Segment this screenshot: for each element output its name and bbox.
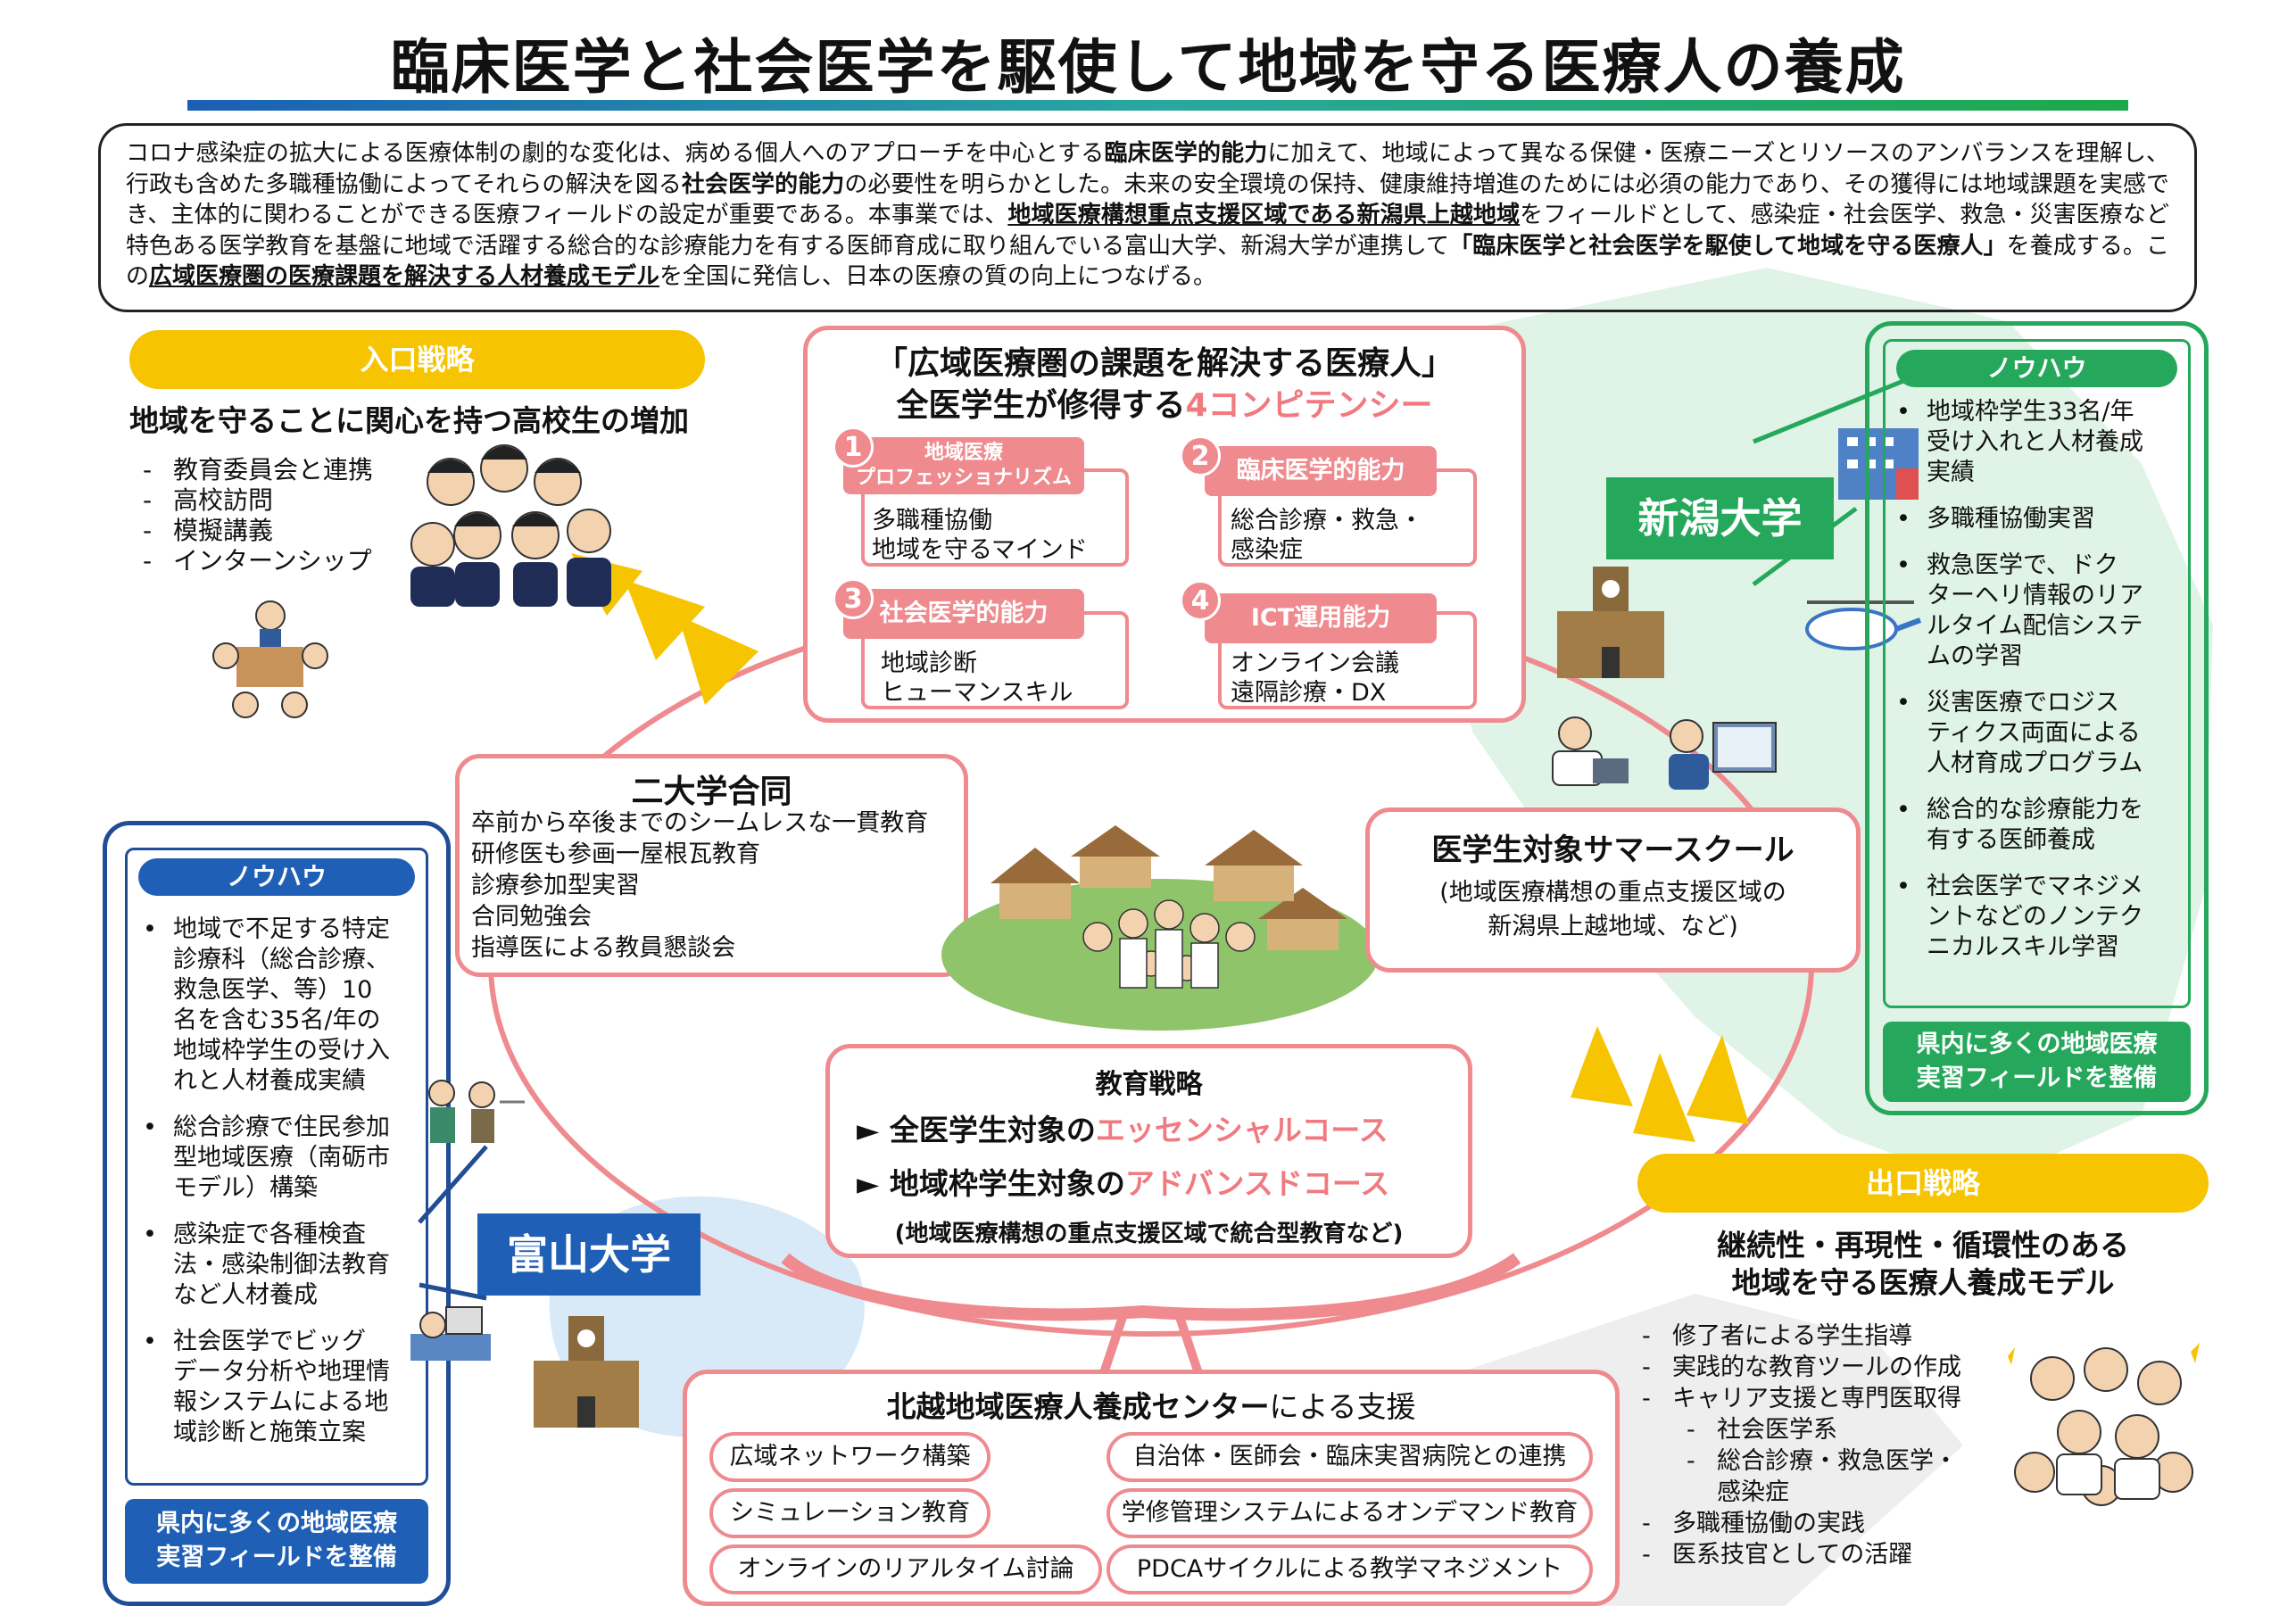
- niigata-knowhow-label: ノウハウ: [1896, 350, 2177, 387]
- summer-school-title: 医学生対象サマースクール: [1431, 832, 1795, 868]
- competency-title: 「広域医療圏の課題を解決する医療人」: [874, 345, 1454, 382]
- support-item: 広域ネットワーク構築: [709, 1432, 991, 1482]
- elderly-care-icon: [419, 1075, 526, 1155]
- list-item: -医系技官としての活躍: [1642, 1541, 1913, 1569]
- summer-school-box: [1365, 807, 1861, 973]
- students-illustration: [406, 437, 620, 611]
- page-title: 臨床医学と社会医学を駆使して地域を守る医療人の養成: [390, 33, 1906, 102]
- competency-1-number: 1: [833, 426, 874, 468]
- summer-school-note: (地域医療構想の重点支援区域の新潟県上越地域、など): [1439, 879, 1786, 940]
- entrance-list: 教育委員会と連携 高校訪問 模擬講義 インターンシップ: [143, 455, 410, 576]
- list-item: 教育委員会と連携: [143, 455, 410, 485]
- toyama-university-label: 富山大学: [477, 1213, 700, 1296]
- meeting-illustration: [210, 593, 330, 723]
- support-item: PDCAサイクルによる教学マネジメント: [1107, 1544, 1593, 1594]
- competency-subtitle: 全医学生が修得する4コンピテンシー: [896, 387, 1433, 424]
- support-item: 学修管理システムによるオンデマンド教育: [1107, 1488, 1593, 1538]
- list-item: 模擬講義: [143, 516, 410, 546]
- toyama-knowhow-list: 地域で不足する特定診療科（総合診療、救急医学、等）10名を含む35名/年の地域枠…: [134, 915, 433, 1464]
- niigata-university-label: 新潟大学: [1606, 477, 1834, 559]
- list-item: 診療参加型実習: [471, 872, 640, 899]
- competency-2-label: 臨床医学的能力: [1205, 446, 1437, 496]
- essential-course: ► 全医学生対象のエッセンシャルコース: [857, 1113, 1388, 1147]
- list-item: -総合診療・救急医学・: [1687, 1447, 1958, 1475]
- patient-bed-icon: [406, 1298, 495, 1370]
- competency-4-number: 4: [1180, 580, 1221, 621]
- doctor-laptop-icon: [1544, 714, 1629, 794]
- toyama-field-banner: 県内に多くの地域医療実習フィールドを整備: [125, 1499, 428, 1584]
- niigata-field-banner: 県内に多くの地域医療実習フィールドを整備: [1883, 1022, 2191, 1102]
- list-item: -実践的な教育ツールの作成: [1642, 1354, 1961, 1381]
- education-strategy-title: 教育戦略: [1095, 1069, 1203, 1100]
- niigata-knowhow-outer: [1865, 321, 2209, 1115]
- list-item: -多職種協働の実践: [1642, 1510, 1865, 1537]
- support-center-title: 北越地域医療人養成センターによる支援: [886, 1389, 1416, 1424]
- entrance-strategy-label: 入口戦略: [129, 330, 705, 389]
- online-consultation-icon: [1664, 714, 1780, 799]
- list-item: -キャリア支援と専門医取得: [1642, 1385, 1961, 1412]
- entrance-headline: 地域を守ることに関心を持つ高校生の増加: [129, 403, 689, 438]
- village-community-illustration: [937, 803, 1383, 1035]
- exit-strategy-label: 出口戦略: [1637, 1154, 2209, 1213]
- competency-1-label: 地域医療プロフェッショナリズム: [843, 437, 1084, 494]
- niigata-knowhow-inner: [1883, 339, 2191, 1008]
- education-strategy-note: (地域医療構想の重点支援区域で統合型教育など): [894, 1221, 1404, 1247]
- joint-list: 卒前から卒後までのシームレスな一貫教育 研修医も参画一屋根瓦教育 診療参加型実習…: [471, 807, 957, 964]
- list-item: 卒前から卒後までのシームレスな一貫教育: [471, 809, 929, 837]
- toyama-knowhow-outer: [103, 821, 451, 1606]
- competency-2-number: 2: [1180, 435, 1221, 476]
- title-underline: [187, 100, 2128, 111]
- list-item: インターンシップ: [143, 546, 410, 576]
- list-item: 研修医も参画一屋根瓦教育: [471, 840, 760, 868]
- education-strategy-box: [825, 1044, 1472, 1258]
- support-item: 自治体・医師会・臨床実習病院との連携: [1107, 1432, 1593, 1482]
- competency-3-label: 社会医学的能力: [843, 589, 1084, 639]
- list-item: -修了者による学生指導: [1642, 1322, 1913, 1350]
- list-item: 指導医による教員懇談会: [471, 934, 736, 962]
- joint-universities-box: [455, 754, 968, 977]
- toyama-building-icon: [531, 1307, 642, 1428]
- competency-3-number: 3: [833, 578, 874, 619]
- exit-list: -修了者による学生指導 -実践的な教育ツールの作成 -キャリア支援と専門医取得 …: [1642, 1321, 2017, 1570]
- advanced-course: ► 地域枠学生対象のアドバンスドコース: [857, 1166, 1390, 1201]
- list-item: -社会医学系: [1687, 1416, 1837, 1444]
- joint-title: 二大学合同: [631, 774, 792, 810]
- list-item: 合同勉強会: [471, 903, 592, 931]
- exit-headline: 継続性・再現性・循環性のある地域を守る医療人養成モデル: [1717, 1228, 2129, 1300]
- support-item: オンラインのリアルタイム討論: [709, 1544, 1102, 1594]
- medical-team-illustration: [1999, 1338, 2204, 1526]
- support-item: シミュレーション教育: [709, 1488, 991, 1538]
- list-item: 地域で不足する特定診療科（総合診療、救急医学、等）10名を含む35名/年の地域枠…: [134, 915, 433, 1097]
- list-item: 感染症: [1717, 1478, 1789, 1506]
- intro-paragraph: コロナ感染症の拡大による医療体制の劇的な変化は、病める個人へのアプローチを中心と…: [98, 123, 2197, 312]
- list-item: 高校訪問: [143, 485, 410, 516]
- list-item: 多職種協働実習: [1887, 504, 2191, 534]
- toyama-knowhow-label: ノウハウ: [138, 858, 415, 896]
- niigata-building-icon: [1553, 558, 1669, 678]
- competency-4-label: ICT運用能力: [1205, 593, 1437, 643]
